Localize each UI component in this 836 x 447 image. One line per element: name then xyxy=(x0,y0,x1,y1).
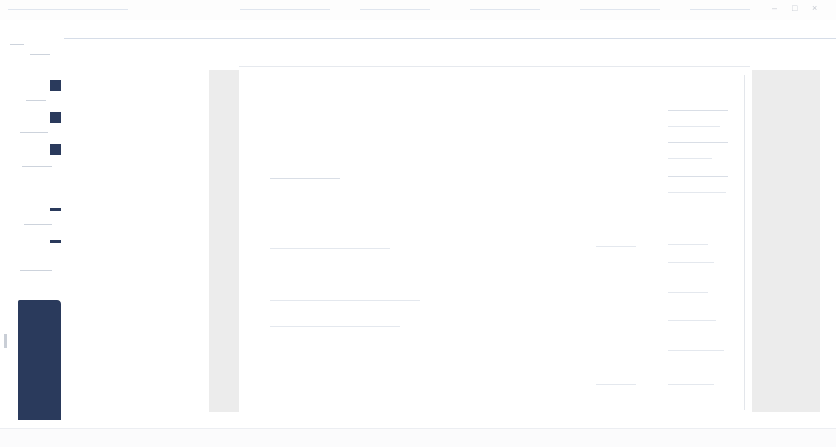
text-line xyxy=(270,248,390,249)
document-page[interactable] xyxy=(239,66,750,413)
margin-note-line xyxy=(668,244,708,245)
tab-divider xyxy=(470,9,540,10)
sidebar-mark xyxy=(20,132,48,133)
text-line xyxy=(596,246,636,247)
edit-icon[interactable] xyxy=(50,144,61,155)
tab-divider xyxy=(690,9,750,10)
tab-divider xyxy=(580,9,660,10)
scroll-handle[interactable] xyxy=(4,334,7,348)
text-line xyxy=(270,178,340,179)
page-scrollbar[interactable] xyxy=(744,75,745,410)
sidebar-mark xyxy=(22,166,52,167)
minimize-button[interactable]: – xyxy=(772,3,778,13)
settings-icon[interactable] xyxy=(50,240,61,243)
menu-bar xyxy=(0,20,836,39)
file-icon[interactable] xyxy=(50,80,61,91)
margin-note-line xyxy=(668,176,728,177)
sidebar-mark xyxy=(20,270,52,271)
margin-note-line xyxy=(668,158,712,159)
tab-divider xyxy=(360,9,430,10)
sidebar xyxy=(0,38,64,428)
close-button[interactable]: × xyxy=(812,3,818,13)
margin-note-line xyxy=(668,142,728,143)
sidebar-mark xyxy=(24,224,52,225)
tab-divider xyxy=(240,9,330,10)
margin-note-line xyxy=(668,262,714,263)
status-bar xyxy=(0,428,836,447)
margin-note-line xyxy=(668,192,726,193)
title-bar: – □ × xyxy=(0,0,836,21)
search-icon[interactable] xyxy=(50,208,61,211)
maximize-button[interactable]: □ xyxy=(792,3,798,13)
text-line xyxy=(596,384,636,385)
folder-icon[interactable] xyxy=(50,112,61,123)
text-line xyxy=(270,300,420,301)
margin-note-line xyxy=(668,384,714,385)
title-bar-rule xyxy=(8,9,128,10)
margin-note-line xyxy=(668,350,724,351)
sidebar-mark xyxy=(26,100,46,101)
text-line xyxy=(270,326,400,327)
sidebar-mark xyxy=(30,54,50,55)
margin-note-line xyxy=(668,110,728,111)
right-gutter xyxy=(752,70,820,412)
left-gutter xyxy=(209,70,239,412)
margin-note-line xyxy=(668,320,716,321)
margin-note-line xyxy=(668,126,720,127)
sidebar-mark xyxy=(10,44,24,45)
margin-note-line xyxy=(668,292,708,293)
selected-panel[interactable] xyxy=(18,300,61,420)
